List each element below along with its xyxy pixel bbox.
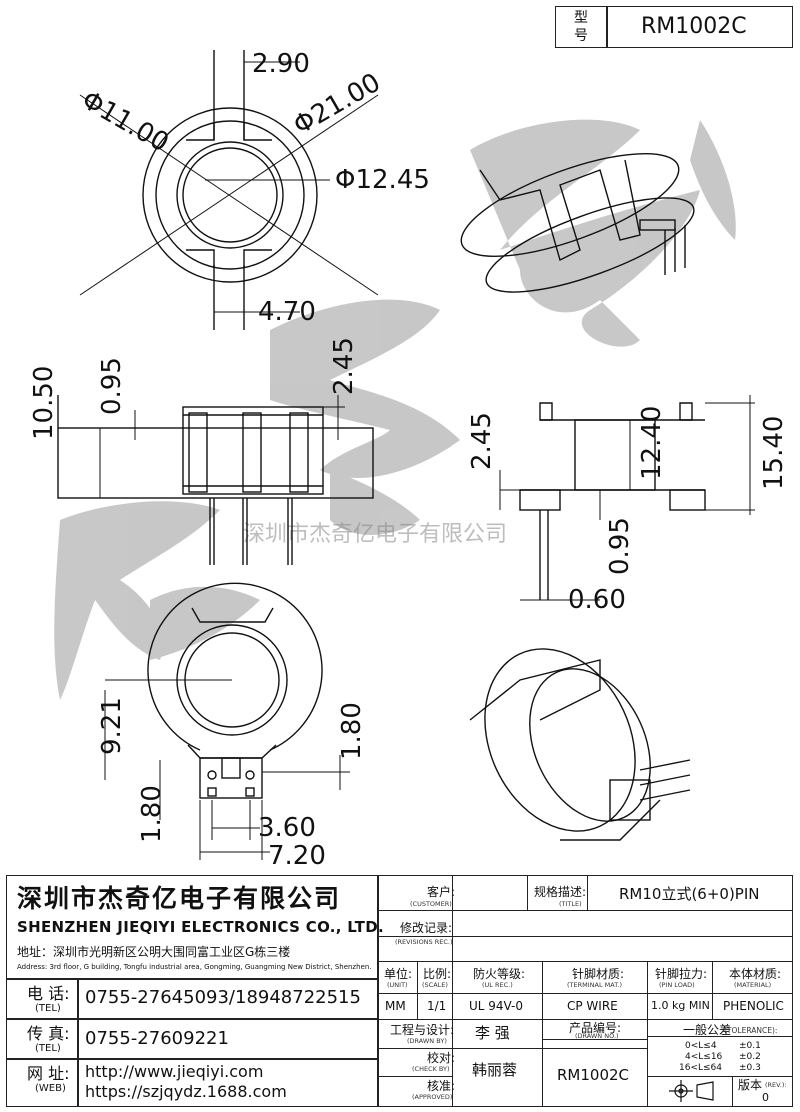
dim-bottom-pin-row: 1.80 xyxy=(137,785,167,843)
front-view xyxy=(57,395,374,565)
projection-symbol-icon xyxy=(669,1080,714,1102)
dim-front-flange: 0.95 xyxy=(97,357,127,415)
fax-value: 0755-27609221 xyxy=(85,1028,229,1049)
dim-front-height: 10.50 xyxy=(29,366,59,440)
model-value: RM1002C xyxy=(641,14,747,39)
checker-label-en: (CHECK BY) xyxy=(412,1065,450,1073)
customer-label-en: (CUSTOMER) xyxy=(410,900,452,908)
tel-label: 电 话: xyxy=(27,984,70,1003)
designer-label-en: (DRAWN BY) xyxy=(407,1037,447,1045)
product-label-en: (DRAWN NO.) xyxy=(575,1032,619,1040)
dim-bottom-pin-span: 7.20 xyxy=(268,841,326,871)
version-label-en: (REV.): xyxy=(765,1081,787,1089)
col-unit-label: 单位: xyxy=(384,967,413,981)
dim-top-bottom-slot: 4.70 xyxy=(258,297,316,327)
tolerance-value-3: ±0.3 xyxy=(739,1063,761,1073)
web-link-2[interactable]: https://szjqydz.1688.com xyxy=(85,1082,287,1101)
side-view xyxy=(499,395,755,601)
tolerance-label-en: (TOLERANCE): xyxy=(724,1026,778,1035)
dim-top-inner-dia: Φ11.00 xyxy=(77,85,174,158)
designer-value: 李 强 xyxy=(475,1024,510,1042)
top-view xyxy=(79,50,379,330)
web-label: 网 址: xyxy=(27,1064,70,1083)
tolerance-label: 一般公差 xyxy=(683,1023,732,1037)
version-label: 版本 xyxy=(738,1078,763,1092)
title-block: 深圳市杰奇亿电子有限公司 SHENZHEN JIEQIYI ELECTRONIC… xyxy=(6,875,793,1107)
model-label-bottom: 号 xyxy=(574,28,588,44)
spec-value: RM10立式(6+0)PIN xyxy=(619,885,760,903)
col-scale-label-en: (SCALE) xyxy=(422,981,448,989)
spec-label: 规格描述: xyxy=(534,885,587,899)
dim-bottom-pin-offset: 1.80 xyxy=(337,702,367,760)
customer-label: 客户: xyxy=(427,885,456,899)
dim-side-top: 2.45 xyxy=(467,412,497,470)
company-address-cn: 地址：深圳市光明新区公明大围同富工业区G栋三楼 xyxy=(17,945,291,959)
dim-top-flange-dia: Φ12.45 xyxy=(335,165,430,195)
company-address-en: Address: 3rd floor, G building, Tongfu i… xyxy=(17,963,372,971)
iso-view-top xyxy=(460,153,695,293)
tolerance-value-2: ±0.2 xyxy=(739,1052,761,1062)
product-no-value: RM1002C xyxy=(557,1066,630,1084)
col-scale-value: 1/1 xyxy=(427,999,447,1013)
col-pinload-value: 1.0 kg MIN xyxy=(651,999,710,1012)
revision-label: 修改记录: xyxy=(400,921,453,935)
revision-label-en: (REVISIONS REC.) xyxy=(395,938,453,946)
dim-side-flange: 0.95 xyxy=(605,517,635,575)
col-material-label: 本体材质: xyxy=(729,967,782,981)
fax-label: 传 真: xyxy=(27,1024,70,1043)
tolerance-range-2: 4<L≤16 xyxy=(685,1052,723,1062)
iso-view-bottom xyxy=(469,648,691,841)
tolerance-range-3: 16<L≤64 xyxy=(679,1063,723,1073)
col-ul-label: 防火等级: xyxy=(473,967,526,981)
dim-bottom-offset: 9.21 xyxy=(97,697,127,755)
model-header: 型 号 RM1002C xyxy=(555,6,793,48)
col-material-label-en: (MATERIAL) xyxy=(734,981,772,989)
checker-value: 韩丽蓉 xyxy=(472,1061,518,1079)
col-terminal-label-en: (TERMINAL MAT.) xyxy=(567,981,623,989)
dim-side-pin: 0.60 xyxy=(568,585,626,615)
col-ul-value: UL 94V-0 xyxy=(469,999,524,1013)
tolerance-range-1: 0<L≤4 xyxy=(685,1041,717,1051)
col-scale-label: 比例: xyxy=(423,967,452,981)
model-label-top: 型 xyxy=(574,10,588,26)
company-name-en: SHENZHEN JIEQIYI ELECTRONICS CO., LTD. xyxy=(17,918,384,936)
fax-label-en: (TEL) xyxy=(35,1043,61,1054)
tel-value: 0755-27645093/18948722515 xyxy=(85,987,361,1008)
tel-label-en: (TEL) xyxy=(35,1003,61,1014)
col-unit-value: MM xyxy=(385,999,406,1013)
technical-drawing: 深圳市杰奇亿电子有限公司 jieqiyi xyxy=(29,49,789,871)
company-name-cn: 深圳市杰奇亿电子有限公司 xyxy=(17,884,342,913)
col-ul-label-en: (UL REC.) xyxy=(482,981,513,989)
col-unit-label-en: (UNIT) xyxy=(387,981,408,989)
col-terminal-label: 针脚材质: xyxy=(572,967,625,981)
checker-label: 校对: xyxy=(427,1051,456,1065)
dim-top-slot: 2.90 xyxy=(252,49,310,79)
web-label-en: (WEB) xyxy=(35,1083,66,1094)
col-material-value: PHENOLIC xyxy=(723,999,784,1013)
watermark-text: 深圳市杰奇亿电子有限公司 xyxy=(243,522,507,547)
col-pinload-label: 针脚拉力: xyxy=(655,967,708,981)
approver-label: 核准: xyxy=(427,1079,456,1093)
col-terminal-value: CP WIRE xyxy=(567,999,618,1013)
web-link-1[interactable]: http://www.jieqiyi.com xyxy=(85,1062,264,1081)
dimension-labels: 2.90 Φ11.00 Φ21.00 Φ12.45 4.70 10.50 0.9… xyxy=(29,49,789,871)
designer-label: 工程与设计: xyxy=(390,1023,455,1037)
col-pinload-label-en: (PIN LOAD) xyxy=(659,981,695,989)
dim-side-total: 15.40 xyxy=(759,416,789,490)
dim-bottom-pin-pitch: 3.60 xyxy=(258,813,316,843)
spec-label-en: (TITLE) xyxy=(559,900,582,908)
tolerance-value-1: ±0.1 xyxy=(739,1041,761,1051)
bottom-view xyxy=(104,582,350,860)
approver-label-en: (APPROVED) xyxy=(412,1093,453,1101)
product-label: 产品编号: xyxy=(569,1021,622,1035)
dim-front-top: 2.45 xyxy=(329,337,359,395)
version-value: 0 xyxy=(762,1091,769,1104)
dim-side-body: 12.40 xyxy=(637,406,667,480)
